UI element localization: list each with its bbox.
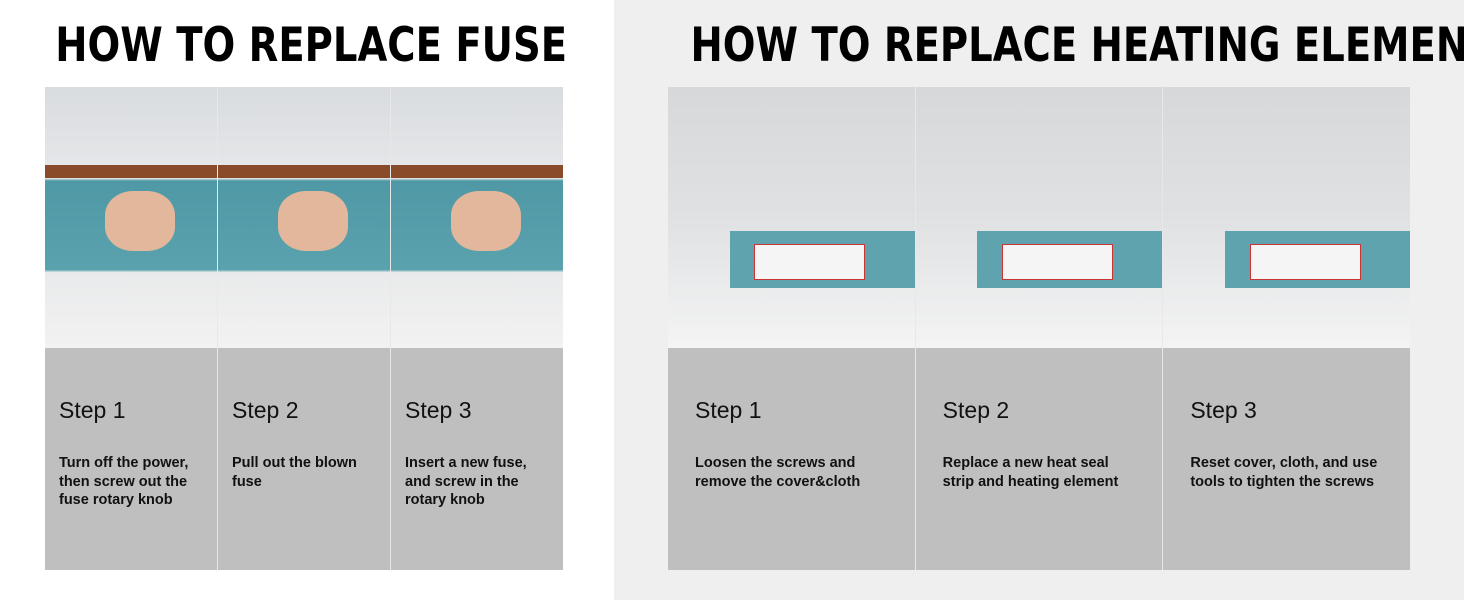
step-title: Step 3 <box>1190 397 1257 423</box>
heating-step-3-photo <box>1163 87 1411 348</box>
step-title: Step 3 <box>405 397 472 423</box>
heating-step-3: Step 3 Reset cover, cloth, and use tools… <box>1162 87 1411 570</box>
step-title: Step 2 <box>232 397 299 423</box>
step-box: Step 2 Replace a new heat seal strip and… <box>915 348 1163 570</box>
heating-step-1-photo <box>668 87 915 348</box>
fuse-step-2: Step 2 Pull out the blown fuse <box>217 87 390 570</box>
step-title: Step 1 <box>695 397 762 423</box>
heating-step-1: Step 1 Loosen the screws and remove the … <box>668 87 915 570</box>
step-title: Step 1 <box>59 397 126 423</box>
step-text: Insert a new fuse, and screw in the rota… <box>405 455 527 508</box>
heating-steps: Step 1 Loosen the screws and remove the … <box>668 87 1411 570</box>
fuse-title: HOW TO REPLACE FUSE <box>55 18 568 73</box>
heating-step-2-photo <box>915 87 1163 348</box>
step-text: Loosen the screws and remove the cover&c… <box>695 455 861 490</box>
step-box: Step 1 Turn off the power, then screw ou… <box>45 348 217 570</box>
step-box: Step 3 Insert a new fuse, and screw in t… <box>391 348 563 570</box>
step-title: Step 2 <box>942 397 1010 423</box>
step-box: Step 1 Loosen the screws and remove the … <box>668 348 915 570</box>
heating-panel: HOW TO REPLACE HEATING ELEMENT Step 1 Lo… <box>614 0 1464 600</box>
fuse-step-1: Step 1 Turn off the power, then screw ou… <box>45 87 217 570</box>
step-text: Turn off the power, then screw out the f… <box>59 455 189 508</box>
fuse-step-2-photo <box>218 87 390 348</box>
heating-title: HOW TO REPLACE HEATING ELEMENT <box>690 18 1464 73</box>
step-text: Pull out the blown fuse <box>232 455 357 490</box>
fuse-step-1-photo <box>45 87 217 348</box>
fuse-step-3: Step 3 Insert a new fuse, and screw in t… <box>390 87 563 570</box>
fuse-steps: Step 1 Turn off the power, then screw ou… <box>45 87 563 570</box>
step-text: Reset cover, cloth, and use tools to tig… <box>1190 455 1378 490</box>
step-box: Step 3 Reset cover, cloth, and use tools… <box>1163 348 1411 570</box>
step-text: Replace a new heat seal strip and heatin… <box>942 455 1119 490</box>
fuse-panel: HOW TO REPLACE FUSE Step 1 Turn off the … <box>0 0 614 600</box>
step-box: Step 2 Pull out the blown fuse <box>218 348 390 570</box>
fuse-step-3-photo <box>391 87 563 348</box>
heating-step-2: Step 2 Replace a new heat seal strip and… <box>914 87 1163 570</box>
